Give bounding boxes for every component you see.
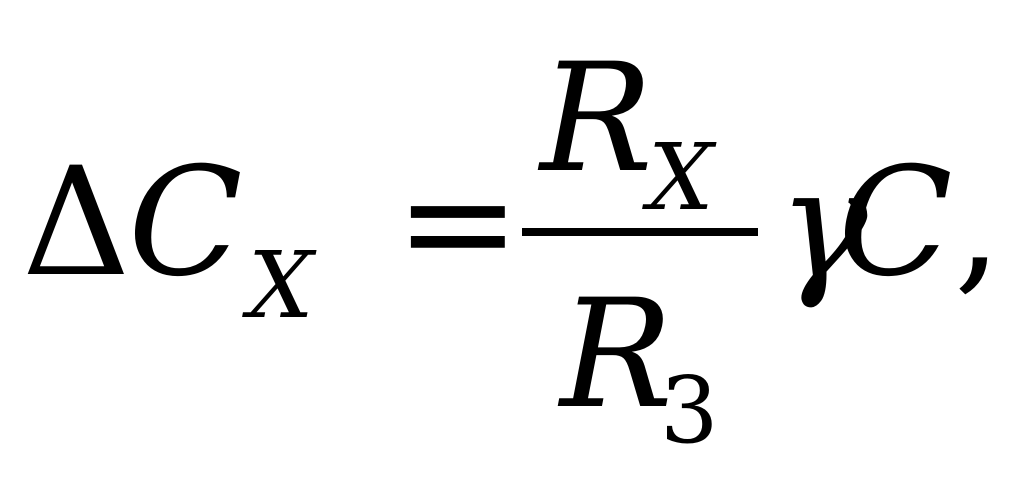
denominator-r: R (560, 268, 673, 442)
comma: , (954, 136, 1002, 310)
gamma-symbol: γ (778, 138, 868, 312)
c-variable: C (128, 136, 243, 310)
delta-symbol: Δ (22, 136, 131, 310)
numerator-subscript: X (648, 124, 714, 231)
c-variable-right: C (838, 136, 953, 310)
fraction-bar (522, 228, 758, 236)
x-subscript: X (248, 232, 314, 339)
numerator-r: R (540, 32, 653, 206)
equals-sign: = (395, 136, 521, 310)
denominator-subscript: 3 (660, 357, 719, 464)
